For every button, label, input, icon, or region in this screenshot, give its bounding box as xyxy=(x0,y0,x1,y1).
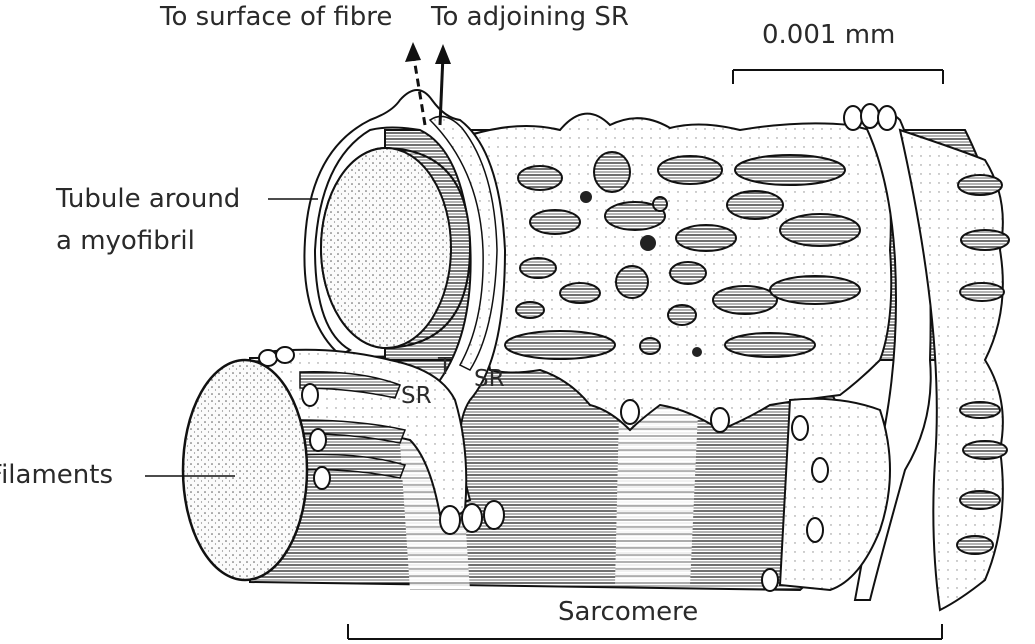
label-to-adjoining-sr: To adjoining SR xyxy=(431,2,629,32)
label-tubule-line1: Tubule around xyxy=(56,184,240,214)
label-sr-1: SR xyxy=(401,381,432,411)
label-filaments: Filaments xyxy=(0,460,113,490)
scale-bar xyxy=(733,70,943,84)
label-tubule-line2: a myofibril xyxy=(56,226,195,256)
label-sr-2: SR xyxy=(474,364,505,394)
label-sarcomere: Sarcomere xyxy=(558,597,698,627)
label-to-surface: To surface of fibre xyxy=(160,2,392,32)
arrow-head-surface xyxy=(405,42,421,62)
upper-myofibril-end xyxy=(321,148,470,348)
label-t: T xyxy=(438,352,452,382)
arrow-head-sr xyxy=(435,44,451,64)
label-scale: 0.001 mm xyxy=(762,20,895,50)
lower-myofibril-end xyxy=(183,360,307,580)
